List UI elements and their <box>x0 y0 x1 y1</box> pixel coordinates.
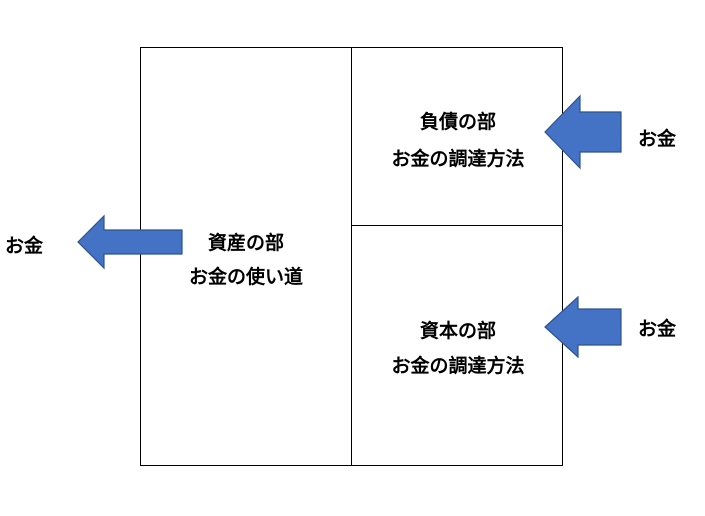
liabilities-inflow-arrow-icon <box>544 94 622 170</box>
liabilities-subtitle: お金の調達方法 <box>391 148 525 170</box>
equity-subtitle: お金の調達方法 <box>391 355 525 377</box>
equity-inflow-money-label: お金 <box>638 318 677 340</box>
equity-section <box>351 225 563 466</box>
assets-title: 資産の部 <box>207 232 285 254</box>
assets-subtitle: お金の使い道 <box>188 266 304 288</box>
liabilities-title: 負債の部 <box>419 111 497 133</box>
outflow-money-label: お金 <box>5 235 44 257</box>
equity-inflow-arrow-icon <box>544 295 622 359</box>
equity-title: 資本の部 <box>419 320 497 342</box>
liabilities-inflow-money-label: お金 <box>638 128 677 150</box>
liabilities-section <box>351 47 563 226</box>
assets-section <box>140 47 352 466</box>
outflow-arrow-icon <box>77 214 183 270</box>
